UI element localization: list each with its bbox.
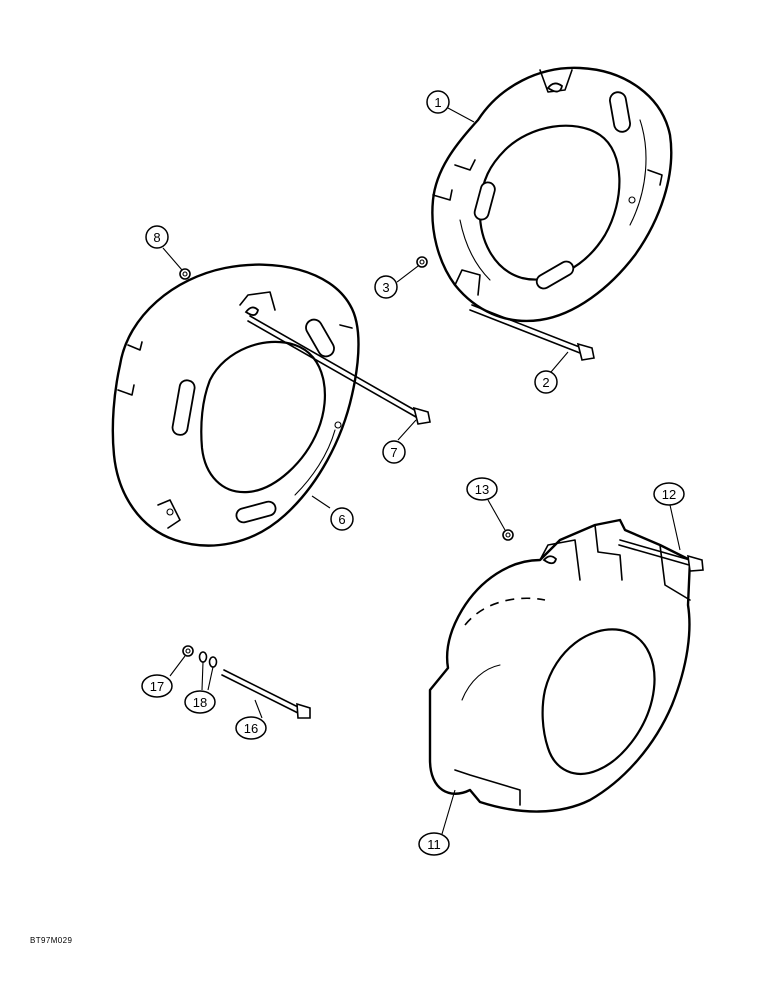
drawing-reference-code: BT97M029 (30, 936, 73, 945)
svg-text:7: 7 (390, 445, 397, 460)
svg-text:6: 6 (338, 512, 345, 527)
svg-text:1: 1 (434, 95, 441, 110)
callout-13: 13 (466, 477, 498, 501)
callout-17: 17 (141, 674, 173, 698)
callout-1: 1 (426, 90, 450, 114)
bolt-12 (618, 539, 704, 572)
svg-text:11: 11 (427, 837, 441, 852)
callout-2: 2 (534, 370, 558, 394)
svg-text:12: 12 (662, 487, 676, 502)
callout-6: 6 (330, 507, 354, 531)
svg-text:3: 3 (382, 280, 389, 295)
wheel-weight-6 (111, 263, 360, 547)
callout-7: 7 (382, 440, 406, 464)
callout-3: 3 (374, 275, 398, 299)
bolt-2 (469, 304, 595, 361)
svg-text:8: 8 (153, 230, 160, 245)
svg-text:2: 2 (542, 375, 549, 390)
bolt-7 (247, 315, 431, 425)
washers-18 (198, 651, 218, 668)
callout-16: 16 (235, 716, 267, 740)
callout-11: 11 (418, 832, 450, 856)
callout-8: 8 (145, 225, 169, 249)
leader-lines (162, 107, 681, 835)
svg-text:16: 16 (244, 721, 258, 736)
wheel-weight-1 (431, 66, 673, 323)
svg-text:13: 13 (475, 482, 489, 497)
callout-18: 18 (184, 690, 216, 714)
callout-12: 12 (653, 482, 685, 506)
nut-17 (182, 645, 194, 657)
bolt-16 (221, 669, 311, 719)
svg-text:17: 17 (150, 679, 164, 694)
wheel-weight-11 (428, 518, 692, 813)
svg-text:18: 18 (193, 695, 207, 710)
nut-3 (416, 256, 428, 268)
nut-13 (502, 529, 514, 541)
nut-8 (179, 268, 191, 280)
